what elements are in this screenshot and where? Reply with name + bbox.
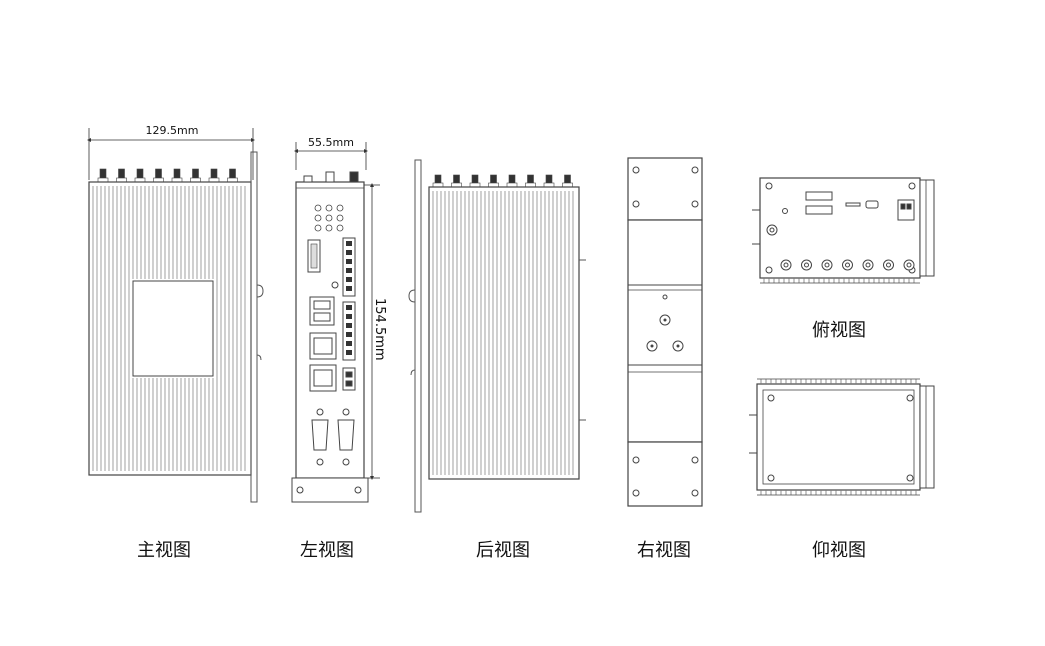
corner-screw-icon <box>767 474 775 482</box>
right-housing <box>627 219 703 443</box>
caption-left-view: 左视图 <box>300 540 354 561</box>
right-view <box>627 157 703 507</box>
antenna-port-icon <box>903 259 915 271</box>
sim-slot-1 <box>805 191 833 201</box>
bracket-hole-icon <box>691 456 699 464</box>
bracket-hole-icon <box>691 166 699 174</box>
corner-screw-icon <box>765 182 773 190</box>
serial-db9-ports <box>311 408 355 466</box>
sim-slot-2 <box>805 205 833 215</box>
caption-top-view: 俯视图 <box>812 320 866 341</box>
bottom-view <box>749 378 935 496</box>
left-depth-dimension <box>294 142 368 170</box>
right-bracket-top <box>627 157 703 221</box>
led-icon <box>336 204 344 212</box>
back-heatsink-fins <box>432 191 574 475</box>
bracket-hole-icon <box>354 486 362 494</box>
usb-ports <box>309 296 335 326</box>
bracket-hole-icon <box>691 489 699 497</box>
front-din-rail-clip <box>250 151 264 503</box>
height-dimension-label: 154.5mm <box>372 298 387 361</box>
antenna-port-icon <box>862 259 874 271</box>
mount-screw-icon <box>646 340 658 352</box>
depth-dimension-label: 55.5mm <box>308 136 354 149</box>
caption-bottom-view: 仰视图 <box>812 540 866 561</box>
led-icon <box>782 208 788 214</box>
caption-right-view: 右视图 <box>637 540 691 561</box>
led-icon <box>336 214 344 222</box>
antenna-port-icon <box>766 224 778 236</box>
width-dimension-label: 129.5mm <box>146 124 199 137</box>
bracket-hole-icon <box>632 456 640 464</box>
usb-c-port <box>865 200 879 209</box>
bottom-end-cap <box>919 385 935 489</box>
antenna-port-icon <box>883 259 894 271</box>
front-width-dimension <box>87 128 255 180</box>
corner-screw-icon <box>906 394 914 402</box>
front-heatsink-fins <box>92 186 246 471</box>
led-icon <box>325 204 333 212</box>
led-icon <box>325 214 333 222</box>
bracket-hole-icon <box>296 486 304 494</box>
terminal-block-3 <box>342 367 356 391</box>
bracket-hole-icon <box>632 166 640 174</box>
back-antenna-connectors <box>432 174 573 188</box>
mount-screw-icon <box>672 340 684 352</box>
back-housing <box>428 186 580 480</box>
top-view <box>752 177 935 284</box>
caption-front-view: 主视图 <box>137 540 191 561</box>
corner-screw-icon <box>908 182 916 190</box>
caption-back-view: 后视图 <box>476 540 530 561</box>
bracket-hole-icon <box>632 489 640 497</box>
top-end-cap <box>919 179 935 277</box>
back-view <box>408 159 586 513</box>
top-antenna-row <box>780 259 915 271</box>
reset-button-icon <box>331 281 339 289</box>
led-indicator-grid <box>314 204 344 232</box>
led-icon <box>314 204 322 212</box>
antenna-port-icon <box>821 259 833 271</box>
terminal-block-1 <box>342 237 356 297</box>
sd-slot <box>845 202 861 207</box>
front-view: 129.5mm <box>87 124 264 503</box>
bottom-side-fins <box>757 378 920 496</box>
led-icon <box>325 224 333 232</box>
back-din-rail-clip <box>408 159 586 513</box>
right-bracket-bottom <box>627 441 703 507</box>
antenna-port-icon <box>780 259 792 271</box>
antenna-port-icon <box>842 259 853 271</box>
ethernet-ports <box>309 332 337 392</box>
corner-screw-icon <box>765 266 773 274</box>
bottom-housing <box>756 383 921 491</box>
left-view: 55.5mm 154.5mm <box>291 136 387 503</box>
antenna-port-icon <box>801 259 812 271</box>
corner-screw-icon <box>906 474 914 482</box>
left-top-connectors <box>303 171 359 183</box>
bracket-hole-icon <box>632 200 640 208</box>
power-terminal <box>897 199 915 221</box>
led-icon <box>314 214 322 222</box>
bracket-hole-icon <box>691 200 699 208</box>
left-mounting-bracket-bottom <box>291 477 369 503</box>
mount-screw-icon <box>659 314 671 326</box>
front-label-plate <box>132 280 214 377</box>
front-antenna-connectors <box>97 168 238 183</box>
led-icon <box>336 224 344 232</box>
top-side-fins <box>760 278 920 284</box>
terminal-block-2 <box>342 301 356 361</box>
corner-screw-icon <box>767 394 775 402</box>
led-icon <box>314 224 322 232</box>
